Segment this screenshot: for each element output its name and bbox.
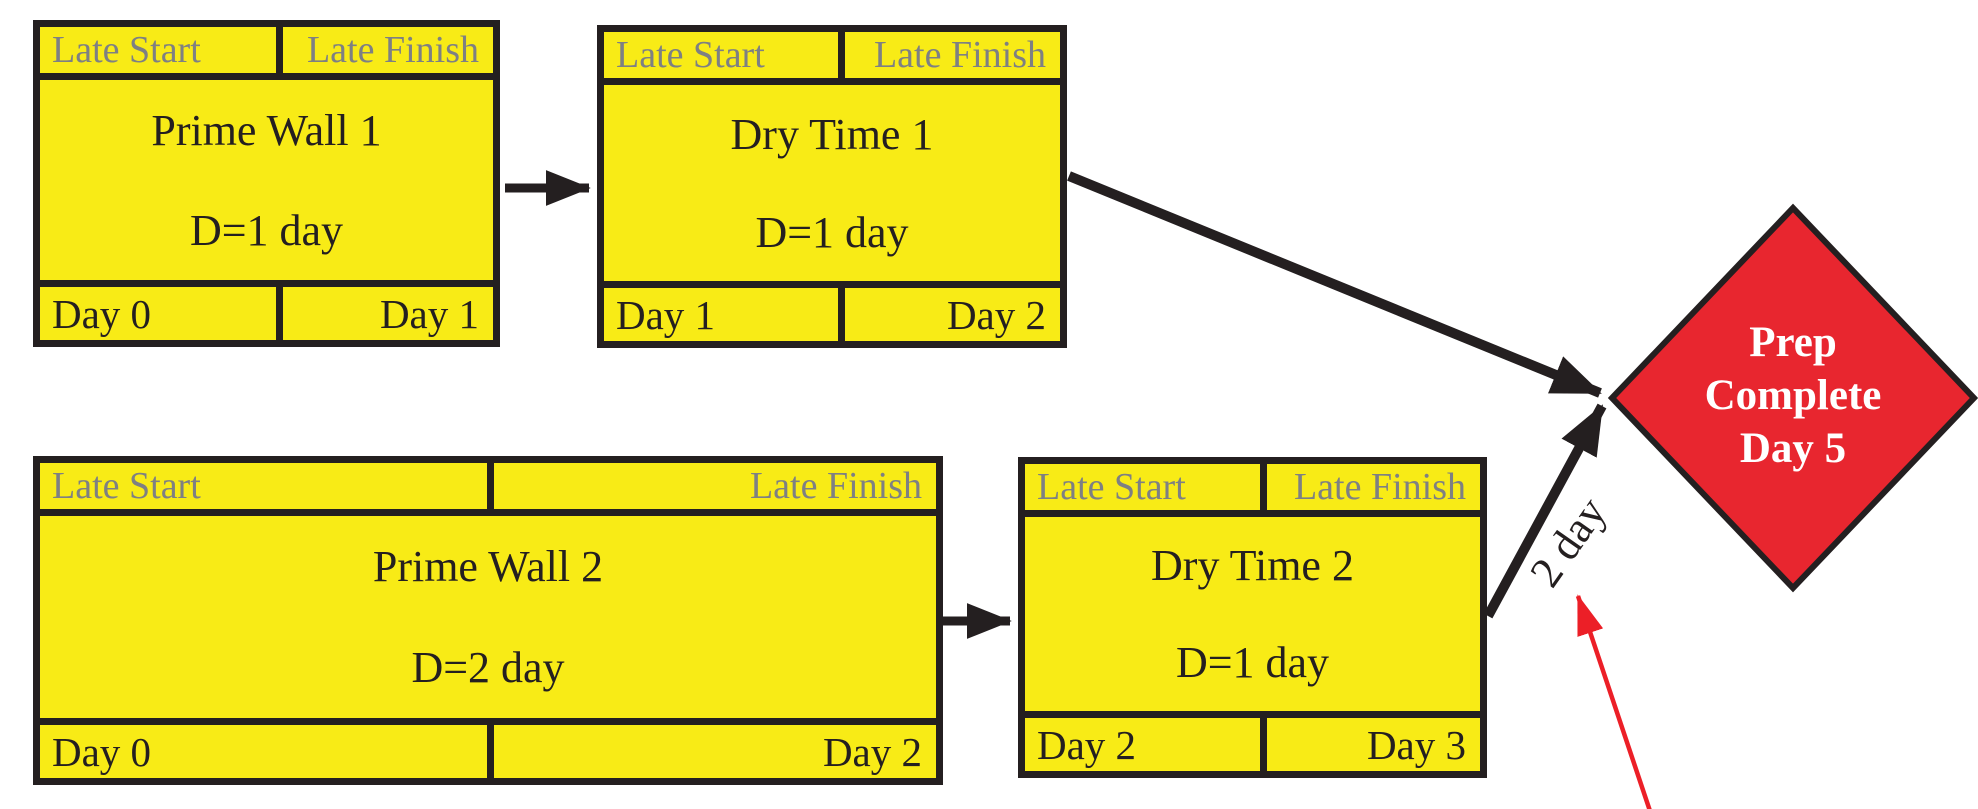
early-finish-value: Day 2 [487,725,936,778]
arrow-dry-time-1-to-prep-complete [1067,171,1602,398]
activity-title: Prime Wall 2 [372,542,604,591]
activity-duration: D=1 day [1175,638,1330,687]
late-finish-label: Late Finish [276,27,493,73]
arrow-dry-time-2-to-prep-complete [1483,403,1607,619]
late-start-label: Late Start [52,465,201,507]
activity-node-prime-wall-2: Late Start Late Finish Prime Wall 2 D=2 … [33,456,943,785]
late-finish-label: Late Finish [487,463,936,509]
early-start-value: Day 2 [1037,721,1137,768]
activity-title: Dry Time 1 [730,109,934,159]
activity-duration: D=2 day [411,643,565,692]
early-finish-value: Day 2 [837,288,1060,341]
milestone-line-1: Prep [1749,319,1837,366]
milestone-line-2: Complete [1704,371,1882,419]
late-start-label: Late Start [616,34,765,76]
activity-title: Dry Time 2 [1151,541,1354,590]
activity-node-dry-time-1: Late Start Late Finish Dry Time 1 D=1 da… [597,25,1067,348]
milestone-diamond [1607,203,1978,593]
early-start-value: Day 0 [52,728,152,775]
early-start-value: Day 0 [52,290,152,337]
early-start-value: Day 1 [616,291,716,338]
late-start-label: Late Start [52,29,201,71]
milestone-line-3: Day 5 [1739,424,1847,472]
early-finish-value: Day 3 [1259,718,1480,771]
activity-node-prime-wall-1: Late Start Late Finish Prime Wall 1 D=1 … [33,20,500,347]
activity-title: Prime Wall 1 [151,105,382,155]
milestone-label: Prep Complete Day 5 [1643,317,1943,476]
annotation-arrow-to-lag-label [1575,594,1652,809]
late-start-label: Late Start [1037,466,1186,508]
activity-node-dry-time-2: Late Start Late Finish Dry Time 2 D=1 da… [1018,457,1487,778]
early-finish-value: Day 1 [276,287,493,340]
late-finish-label: Late Finish [1259,464,1480,510]
activity-duration: D=1 day [755,207,909,257]
activity-duration: D=1 day [189,205,344,255]
late-finish-label: Late Finish [837,32,1060,78]
